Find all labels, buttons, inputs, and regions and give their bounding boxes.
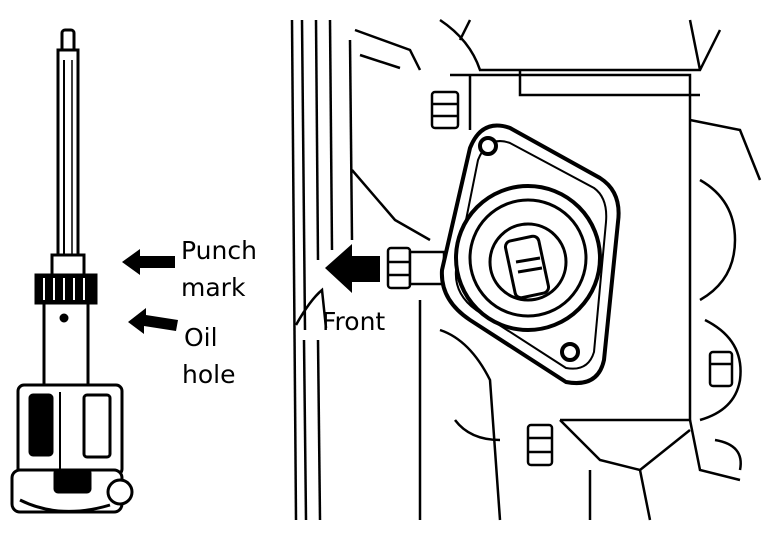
punch-mark-label-line1: Punch: [181, 236, 257, 265]
block-bolts: [386, 90, 734, 467]
oil-hole-label-line1: Oil: [184, 323, 218, 352]
bolt-side: [386, 246, 446, 290]
oil-hole-arrow: [128, 308, 178, 334]
drive-shaft: [56, 48, 80, 262]
bolt-right: [708, 350, 734, 388]
oil-pump-assembly: [10, 28, 134, 514]
shaft-collar: [50, 253, 86, 277]
front-label: Front: [322, 307, 385, 336]
distributor-bore: [454, 184, 602, 332]
flange-bolt-hole-top: [478, 136, 498, 156]
bolt-bottom: [526, 423, 554, 467]
punch-mark-arrow: [122, 249, 175, 275]
flange-bolt-hole-bottom: [560, 342, 580, 362]
front-arrow: [325, 244, 380, 293]
drive-gear: [34, 273, 98, 305]
bolt-top: [430, 90, 460, 130]
punch-mark-label-line2: mark: [181, 273, 246, 302]
oil-hole: [59, 313, 69, 323]
engine-block: [290, 18, 762, 521]
drive-slot: [503, 234, 551, 300]
oil-hole-label-line2: hole: [182, 360, 235, 389]
